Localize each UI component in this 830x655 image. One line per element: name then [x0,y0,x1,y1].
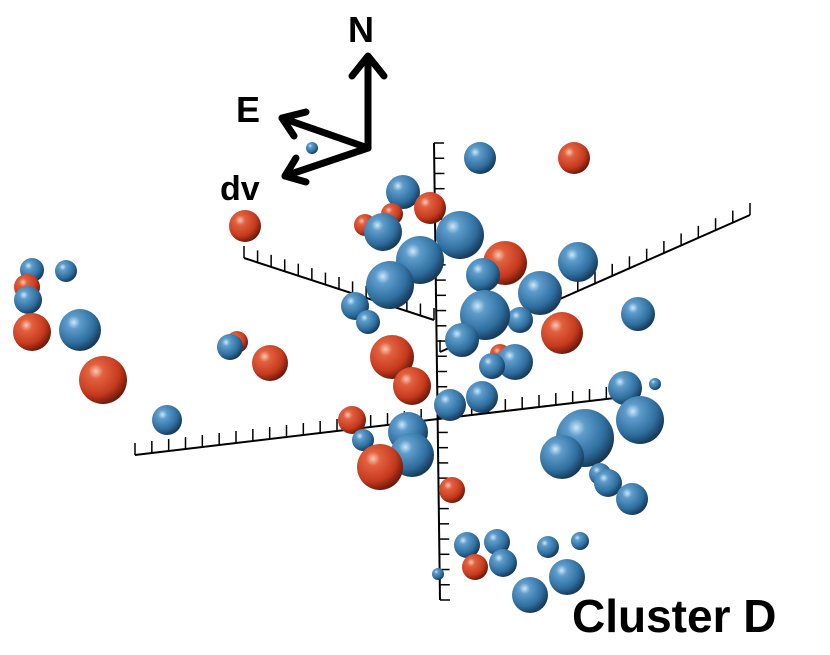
north-label: N [348,9,374,50]
blue-sphere-point [549,559,585,595]
red-sphere-point [414,192,446,224]
blue-sphere-point [507,307,533,333]
blue-sphere-point [445,323,479,357]
blue-sphere-point [484,529,510,555]
north-arrowhead [348,52,388,80]
blue-sphere-point [366,261,414,309]
red-sphere-point [357,444,403,490]
red-sphere-point [439,477,465,503]
blue-sphere-point [608,371,642,405]
east-arrowhead [278,108,310,140]
blue-sphere-point [352,429,374,451]
blue-sphere-point [356,310,380,334]
red-sphere-point [252,345,288,381]
blue-sphere-point [217,334,243,360]
red-sphere-point [462,554,488,580]
blue-sphere-point [497,344,533,380]
blue-sphere-point [454,532,480,558]
blue-sphere-point [571,532,589,550]
red-sphere-point [393,367,431,405]
red-sphere-point [370,335,414,379]
data-points [13,142,664,613]
blue-sphere-point [466,381,498,413]
blue-sphere-point [364,213,402,251]
blue-sphere-point [432,568,444,580]
blue-sphere-point [434,389,466,421]
blue-sphere-point [59,309,101,351]
blue-sphere-point [537,536,559,558]
blue-sphere-point [464,142,496,174]
blue-sphere-point [152,405,182,435]
east-label: E [236,89,260,130]
blue-sphere-point [386,175,420,209]
blue-sphere-point [558,242,598,282]
blue-sphere-point [466,258,500,292]
red-sphere-point [338,406,366,434]
blue-sphere-point [479,353,505,379]
red-sphere-point [13,313,51,351]
red-sphere-point [541,312,583,354]
depth-label: dv [220,170,260,208]
blue-sphere-point [649,378,661,390]
blue-sphere-point [616,483,648,515]
red-sphere-point [79,356,127,404]
blue-sphere-point [594,469,622,497]
blue-sphere-point [14,286,42,314]
blue-sphere-point [621,297,655,331]
chart-title: Cluster D [572,590,776,642]
east-arrow [278,114,372,152]
blue-sphere-point [518,271,562,315]
depth-arrowhead [281,154,310,186]
blue-sphere-point [489,549,517,577]
orientation-indicator [278,52,388,186]
blue-sphere-point [306,142,318,154]
blue-sphere-point [436,211,484,259]
blue-sphere-point [540,435,584,479]
blue-sphere-point [55,260,77,282]
red-sphere-point [558,142,590,174]
red-sphere-point [229,210,261,242]
blue-sphere-point [512,577,548,613]
depth-arrow [281,144,372,180]
blue-sphere-point [616,396,664,444]
